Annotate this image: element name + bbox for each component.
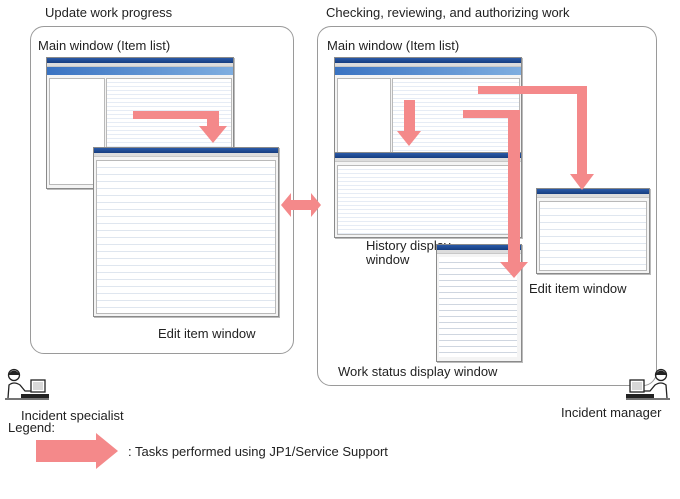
edit-item-form: [539, 201, 647, 271]
main-window-label-left: Main window (Item list): [38, 38, 171, 53]
main-window-label-right: Main window (Item list): [327, 38, 460, 53]
edit-item-window-label-left: Edit item window: [158, 326, 256, 341]
left-panel-title: Update work progress: [45, 5, 173, 20]
edit-item-form: [96, 160, 276, 314]
incident-manager-label: Incident manager: [561, 405, 662, 420]
task-arrow-exchange: [281, 193, 321, 217]
work-status-display-window-screenshot: [436, 244, 522, 362]
legend-arrow-icon: [36, 433, 118, 469]
history-display-window-screenshot: [334, 152, 522, 238]
project-tree: [337, 78, 391, 166]
edit-item-window-label-right: Edit item window: [529, 281, 627, 296]
task-arrow-right-edit: [478, 86, 594, 190]
edit-item-window-screenshot-left: [93, 147, 279, 317]
right-panel-title: Checking, reviewing, and authorizing wor…: [326, 5, 570, 20]
task-arrow-right-history: [397, 100, 421, 146]
incident-specialist-label: Incident specialist: [21, 408, 124, 423]
work-status-lines: [439, 257, 517, 357]
task-arrow-left-edit: [133, 111, 227, 143]
legend-arrow-description: : Tasks performed using JP1/Service Supp…: [128, 444, 388, 459]
history-grid: [337, 165, 519, 235]
incident-manager-icon: [626, 368, 670, 400]
work-status-display-window-label: Work status display window: [338, 364, 498, 379]
legend-title: Legend:: [8, 420, 55, 435]
history-display-window-label-line1: History display: [366, 238, 451, 253]
task-arrow-right-work-status: [463, 110, 528, 278]
history-display-window-label-line2: window: [366, 252, 410, 267]
edit-item-window-screenshot-right: [536, 188, 650, 274]
incident-specialist-icon: [5, 368, 49, 400]
